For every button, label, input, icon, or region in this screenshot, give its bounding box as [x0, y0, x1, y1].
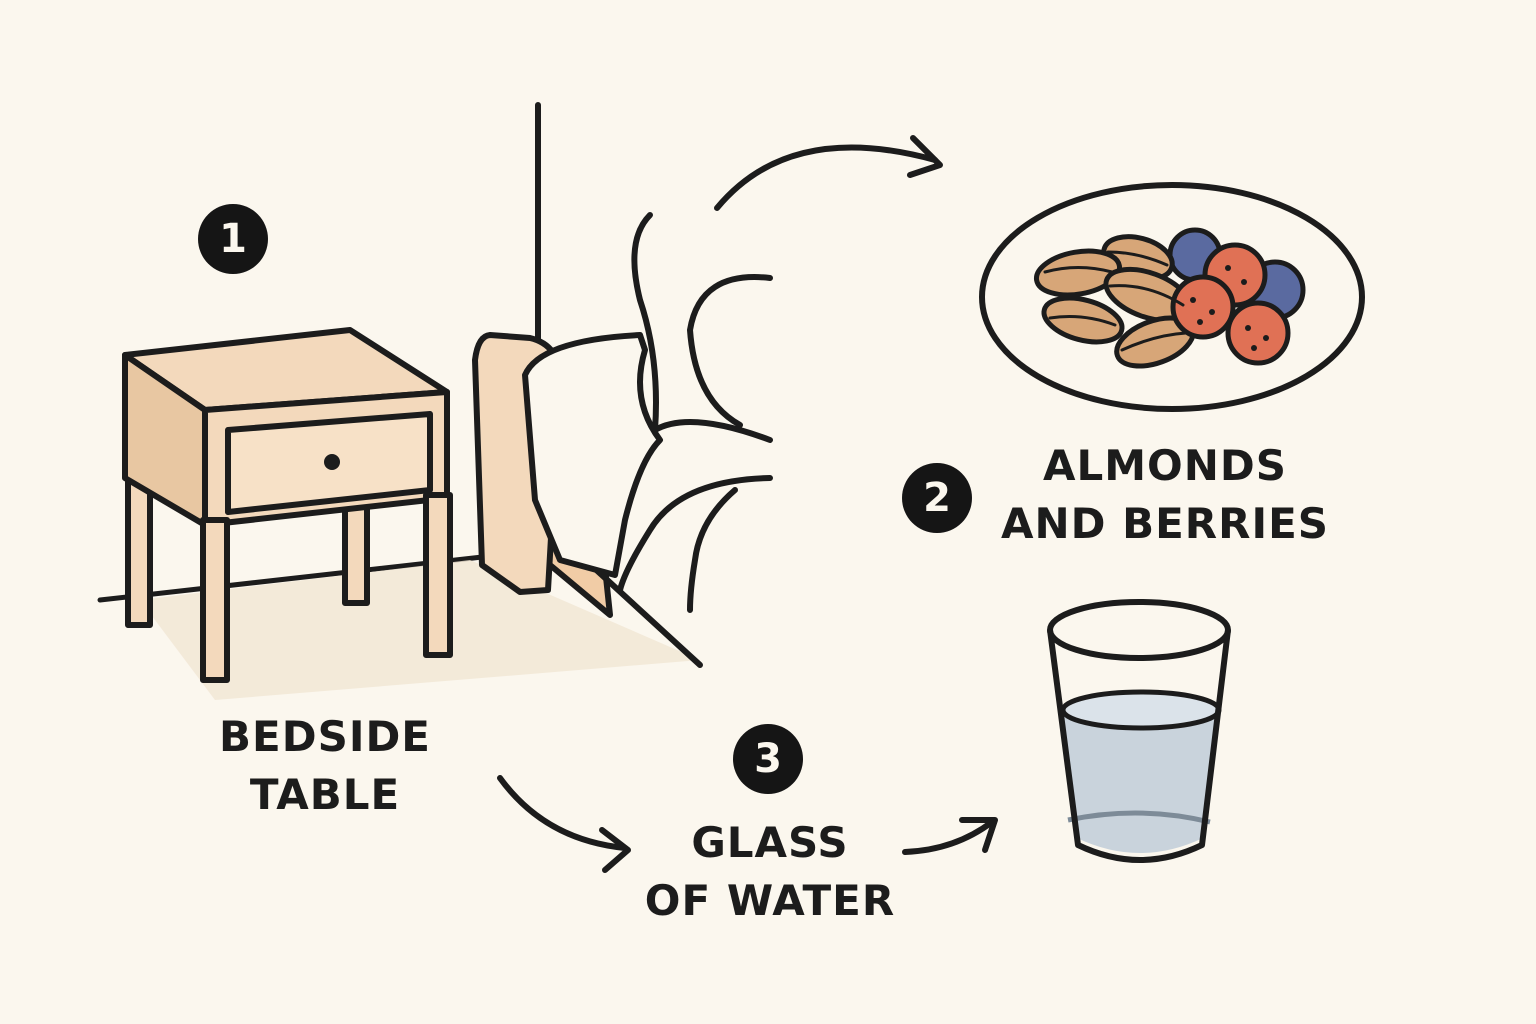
arrow-to-snacks-head [907, 135, 943, 178]
plate-almonds-berries-icon [979, 182, 1365, 412]
step-1-label: BEDSIDE TABLE [170, 708, 480, 824]
floor-shadow [140, 560, 700, 700]
step-3-label-line-2: OF WATER [644, 876, 896, 925]
bedside-table-icon [122, 327, 453, 683]
step-2-label-line-1: ALMONDS [1042, 441, 1288, 490]
arrow-to-glass-label [497, 775, 628, 851]
step-2-label-line-2: AND BERRIES [1000, 499, 1330, 548]
arrows [497, 135, 998, 873]
glass-of-water-icon [1047, 599, 1231, 863]
step-1-label-line-2: TABLE [249, 770, 401, 819]
arrow-to-glass-label-head [599, 827, 631, 873]
step-3-label-line-1: GLASS [691, 818, 849, 867]
step-2-badge: 2 [902, 463, 972, 533]
step-3-badge: 3 [733, 724, 803, 794]
step-1-label-line-1: BEDSIDE [219, 712, 431, 761]
step-3-label: GLASS OF WATER [620, 814, 920, 930]
arrow-to-snacks [714, 144, 938, 211]
step-1-badge: 1 [198, 204, 268, 274]
arrow-to-glass [902, 819, 995, 855]
arrow-to-glass-head [959, 817, 998, 853]
step-2-label: ALMONDS AND BERRIES [985, 437, 1345, 553]
bed-icon [472, 102, 773, 668]
